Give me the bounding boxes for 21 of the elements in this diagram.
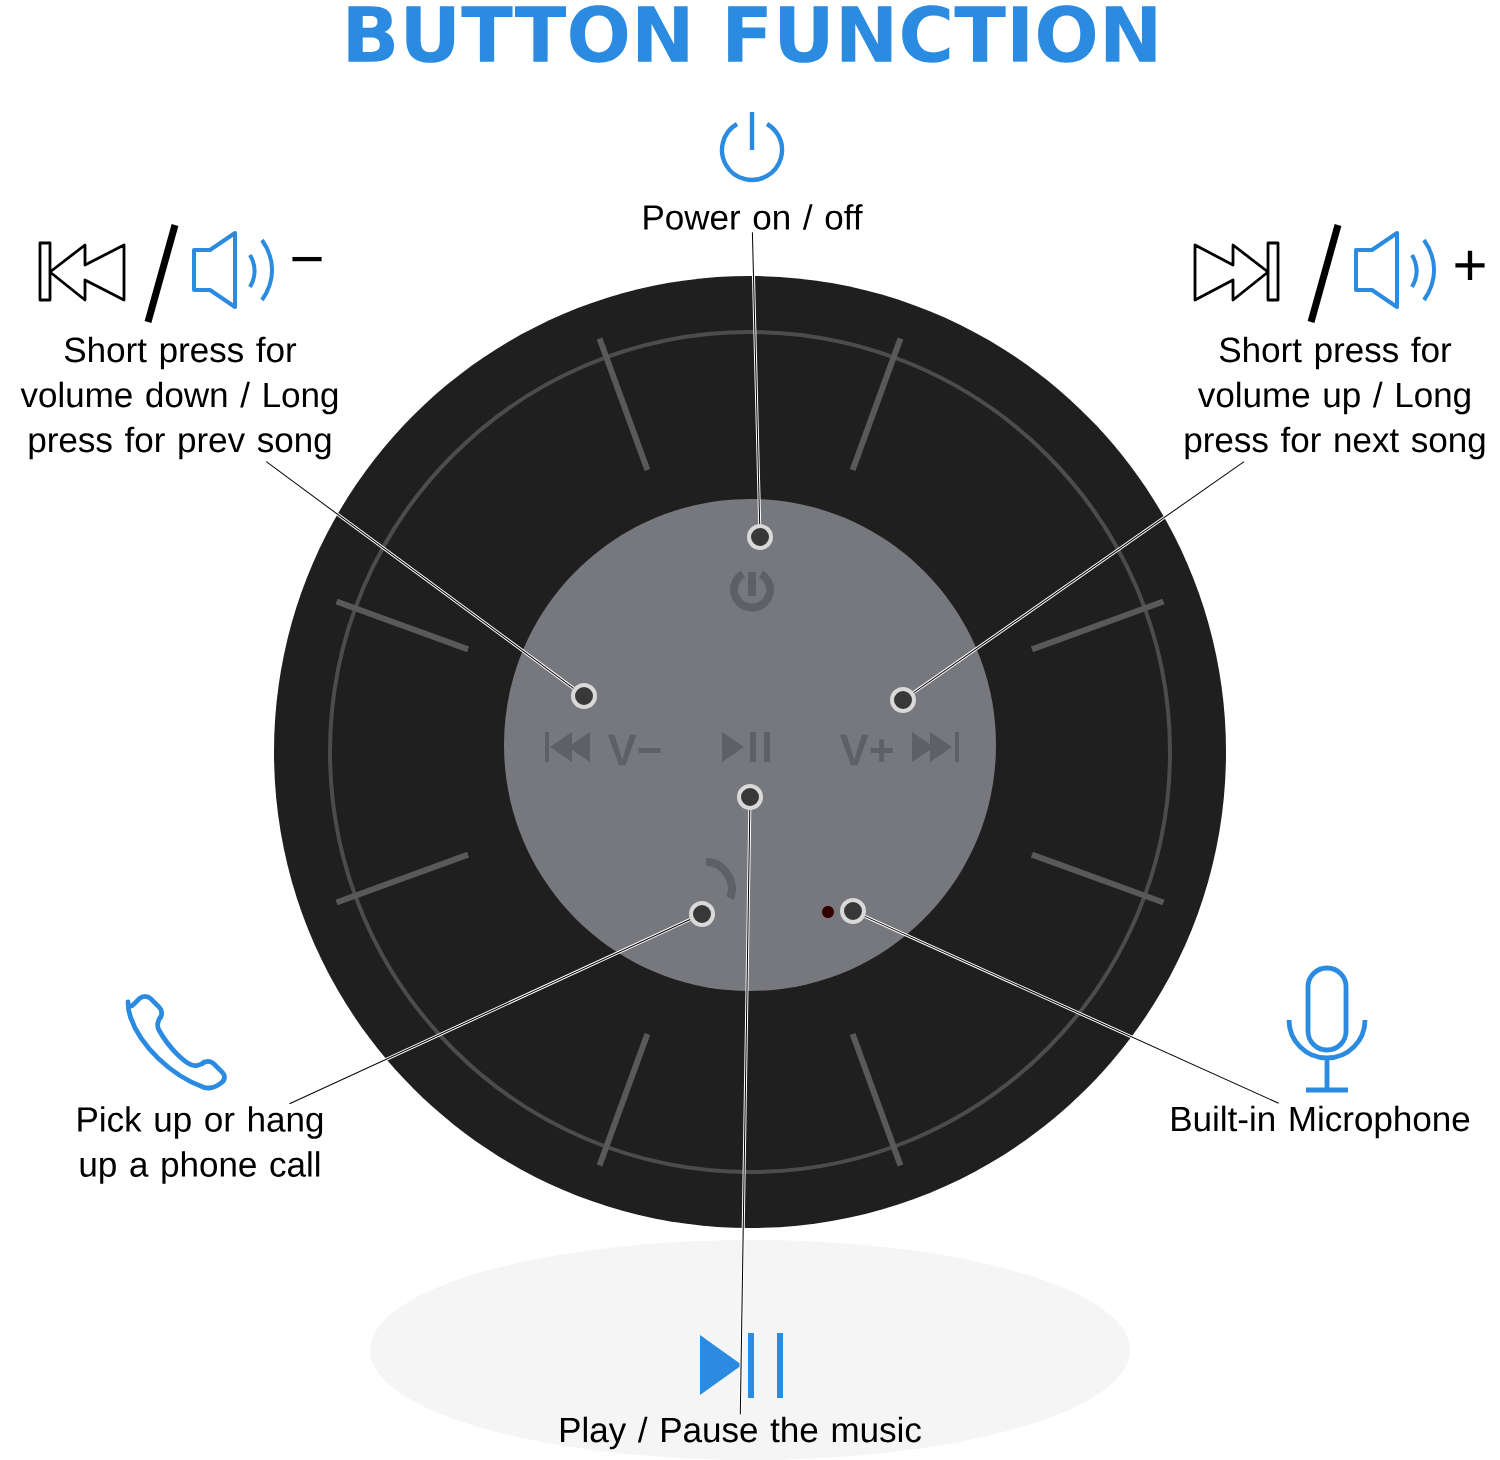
leader-line	[738, 809, 752, 1415]
callout-text: Play / Pause the music	[561, 1416, 921, 1450]
button-marker	[747, 524, 773, 550]
callout-text: Power on / off	[644, 204, 863, 230]
button-marker	[840, 898, 866, 924]
button-marker	[890, 687, 916, 713]
callout-text: Short press for volume down / Long press for prev song	[20, 336, 338, 460]
leader-line	[912, 460, 1245, 694]
callout-text: Short press for volume up / Long press for next song	[1185, 336, 1485, 460]
leader-line	[750, 231, 762, 525]
button-marker	[737, 784, 763, 810]
callout-text: Pick up or hang up a phone call	[78, 1106, 323, 1184]
leader-line	[864, 915, 1280, 1105]
title: BUTTON FUNCTION	[348, 5, 1156, 63]
minus-sign: −	[292, 256, 322, 262]
leader-line	[265, 460, 575, 690]
button-marker	[571, 683, 597, 709]
button-marker	[689, 901, 715, 927]
plus-sign: +	[1455, 250, 1485, 281]
callout-text: Built-in Microphone	[1172, 1105, 1470, 1139]
leader-line	[288, 918, 691, 1106]
